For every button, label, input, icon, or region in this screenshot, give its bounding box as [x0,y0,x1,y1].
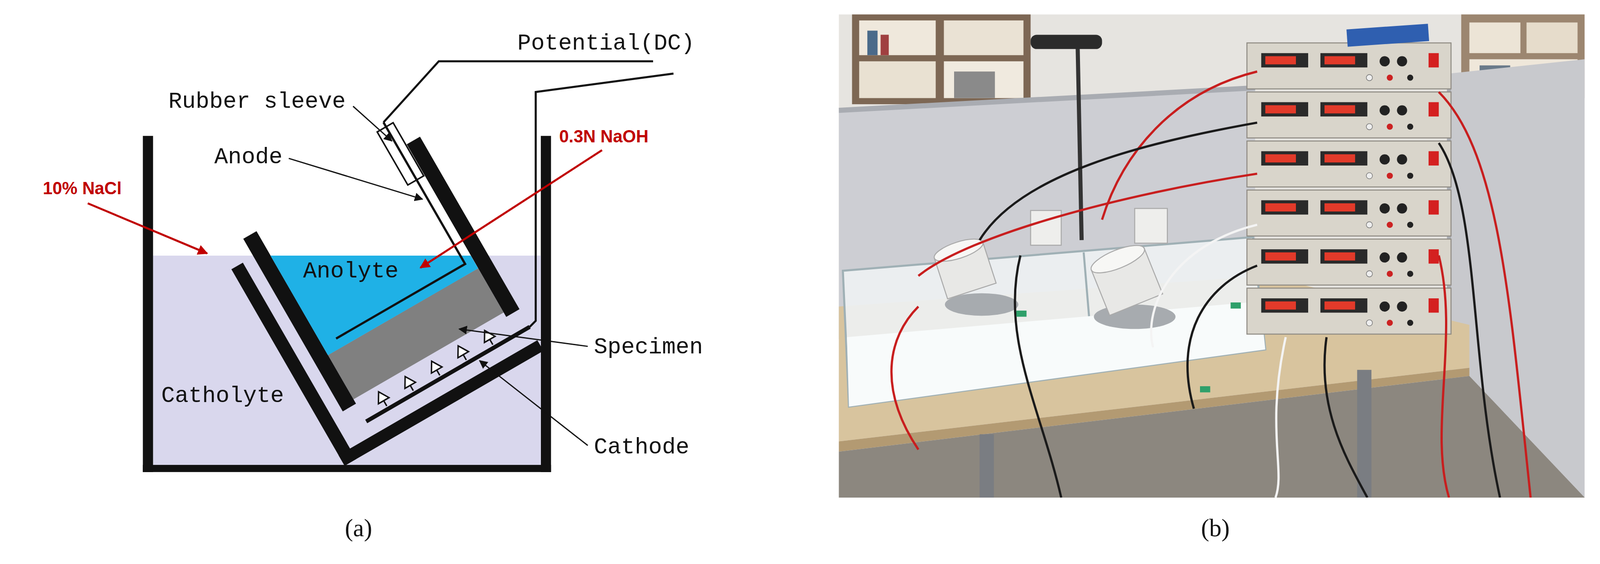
lab-photo [838,14,1585,498]
leader-arrows [288,106,588,446]
anode-wire [254,122,465,339]
support-bracket [338,340,544,466]
dc-lead [529,73,674,327]
anolyte-region: Anolyte [270,255,479,355]
solution-label: 0.3N NaOH [559,126,649,147]
solution-arrows [87,150,602,268]
voltage-label: Potential(DC) [517,30,695,57]
part-label: Rubber sleeve [168,88,346,115]
node-text: Catholyte [161,382,285,410]
panel-label: (a) [345,513,373,542]
cathode-plate [366,326,530,422]
catholyte-bath: Catholyte Anolyte [153,255,541,465]
dc-lead [383,61,654,123]
rubber-sleeve [377,122,424,185]
part-label: Cathode [594,434,690,461]
tank-walls [142,135,551,472]
part-label: Anode [214,144,283,171]
current-arrows [373,327,499,409]
panel-label: (b) [1200,513,1230,542]
part-label: Specimen [594,334,704,361]
node-text: Anolyte [303,258,399,285]
solution-label: 10% NaCl [42,178,122,199]
